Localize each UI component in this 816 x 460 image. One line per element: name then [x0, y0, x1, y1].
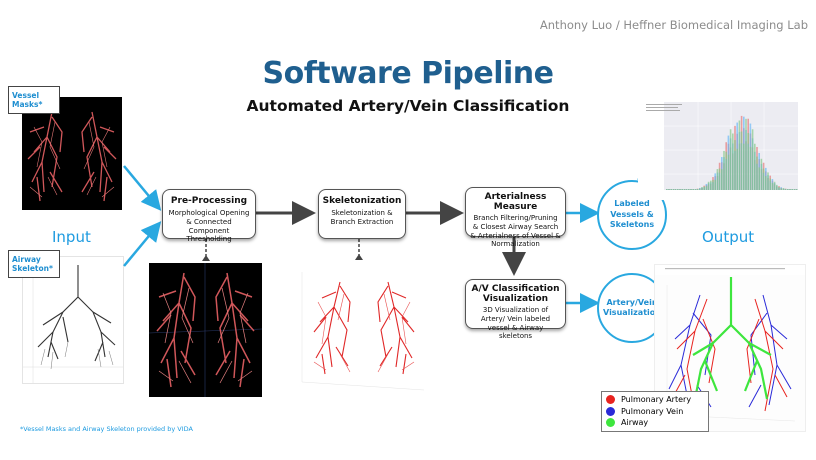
skeletonization-desc: Skeletonization & Branch Extraction [330, 209, 394, 226]
legend-label-airway: Airway [621, 418, 649, 428]
artery-dot-icon [606, 395, 615, 405]
histogram-bar [771, 182, 774, 190]
histogram-bar [732, 133, 734, 190]
author-credit: Anthony Luo / Heffner Biomedical Imaging… [539, 18, 808, 32]
histogram-bar [762, 168, 765, 190]
footnote: *Vessel Masks and Airway Skeleton provid… [20, 425, 193, 433]
page-title: Software Pipeline [262, 56, 554, 91]
histogram-bar [784, 188, 787, 190]
histogram-bar [674, 189, 677, 190]
histogram-bar [767, 172, 769, 190]
visualization-desc: 3D Visualization of Artery/ Vein labeled… [480, 306, 551, 341]
skeletonization-title: Skeletonization [322, 196, 402, 206]
labeled-vessels-output: Labeled Vessels & Skeletons [597, 180, 667, 250]
skeletonization-box: Skeletonization Skeletonization & Branch… [318, 189, 406, 239]
histogram-bar [666, 189, 668, 190]
histogram-bar [751, 129, 754, 190]
histogram-bar [685, 189, 688, 190]
legend-label-vein: Pulmonary Vein [621, 406, 684, 416]
histogram-bar [683, 189, 686, 190]
airway-dot-icon [606, 418, 615, 428]
histogram-bar [791, 189, 793, 190]
histogram-bar [725, 151, 727, 190]
histogram-bar [721, 169, 723, 190]
histogram-bar [679, 189, 681, 190]
histogram-bar [740, 131, 743, 190]
histogram-bar [758, 167, 760, 190]
histogram-bar [672, 189, 675, 190]
input-section-label: Input [52, 228, 91, 246]
vessel-masks-label: Vessel Masks* [8, 86, 60, 114]
histogram-bar [723, 150, 725, 190]
histogram-bar [780, 188, 782, 190]
histogram-bar [701, 187, 703, 190]
histogram-bar [668, 189, 670, 190]
histogram-bar [692, 189, 694, 190]
legend-item-artery: Pulmonary Artery [606, 394, 704, 406]
histogram-bar [688, 189, 690, 190]
preprocessing-title: Pre-Processing [170, 196, 248, 206]
vein-dot-icon [606, 406, 615, 416]
histogram-bar [769, 178, 771, 190]
histogram-bar [778, 186, 780, 190]
histogram-bar [756, 156, 758, 190]
histogram-bar [789, 189, 791, 190]
legend-item-vein: Pulmonary Vein [606, 406, 704, 418]
histogram-bar [690, 189, 692, 190]
skeletonized-vessel-image [292, 262, 434, 400]
histogram-bar [696, 188, 699, 190]
histogram-bar [773, 181, 776, 190]
histogram-bar [749, 146, 752, 190]
histogram-bar [729, 129, 732, 190]
legend-label-artery: Pulmonary Artery [621, 395, 692, 405]
histogram-bar [745, 118, 747, 190]
vessel-mask-image [22, 97, 122, 210]
histogram-bar [703, 186, 705, 190]
visualization-box: A/V Classification Visualization 3D Visu… [465, 279, 566, 340]
histogram-bar [707, 181, 710, 190]
skeletonization-caret [355, 254, 363, 260]
histogram-bar [736, 148, 738, 190]
histogram-bar [705, 186, 708, 190]
histogram-bar [754, 143, 756, 190]
airway-to-preprocessing-arrow [123, 221, 162, 267]
histogram-bar [776, 184, 778, 190]
arterialness-box: Arterialness Measure Branch Filtering/Pr… [465, 187, 566, 248]
legend-item-airway: Airway [606, 417, 704, 429]
arterialness-title: Arterialness Measure [484, 192, 547, 212]
output-section-label: Output [702, 228, 755, 246]
histogram-bar [710, 180, 712, 190]
histogram-bar [727, 154, 730, 190]
histogram-bar [670, 189, 672, 190]
histogram-bar [743, 143, 745, 190]
histogram-bar [765, 176, 767, 190]
vessel-to-preprocessing-arrow [123, 165, 162, 211]
histogram-bar [718, 168, 721, 190]
histogram-bar [716, 169, 719, 190]
preprocessing-desc: Morphological Opening & Connected Compon… [168, 209, 250, 244]
histogram-bar [795, 189, 798, 190]
airway-skeleton-label: Airway Skeleton* [8, 250, 60, 278]
chart-legend: Pulmonary Artery Pulmonary Vein Airway [601, 391, 709, 432]
arterialness-desc: Branch Filtering/Pruning & Closest Airwa… [470, 214, 561, 249]
page-subtitle: Automated Artery/Vein Classification [246, 97, 570, 115]
histogram-bar [793, 189, 796, 190]
histogram-bar [712, 179, 714, 190]
preprocessing-caret [202, 255, 210, 261]
histogram-bar [677, 189, 679, 190]
histogram-bar [694, 189, 697, 190]
preprocessing-box: Pre-Processing Morphological Opening & C… [162, 189, 256, 243]
histogram-bar [734, 140, 736, 190]
histogram-bar [738, 120, 741, 190]
arterialness-histogram-image [638, 96, 802, 200]
histogram-bar [747, 132, 749, 190]
histogram-bar [760, 158, 763, 190]
histogram-bar [681, 189, 683, 190]
histogram-bar [787, 189, 789, 190]
preprocessed-vessel-image [149, 263, 262, 397]
histogram-bar [782, 188, 785, 190]
histogram-bar [699, 188, 701, 190]
visualization-title: A/V Classification Visualization [471, 284, 560, 304]
histogram-bar [714, 179, 716, 190]
